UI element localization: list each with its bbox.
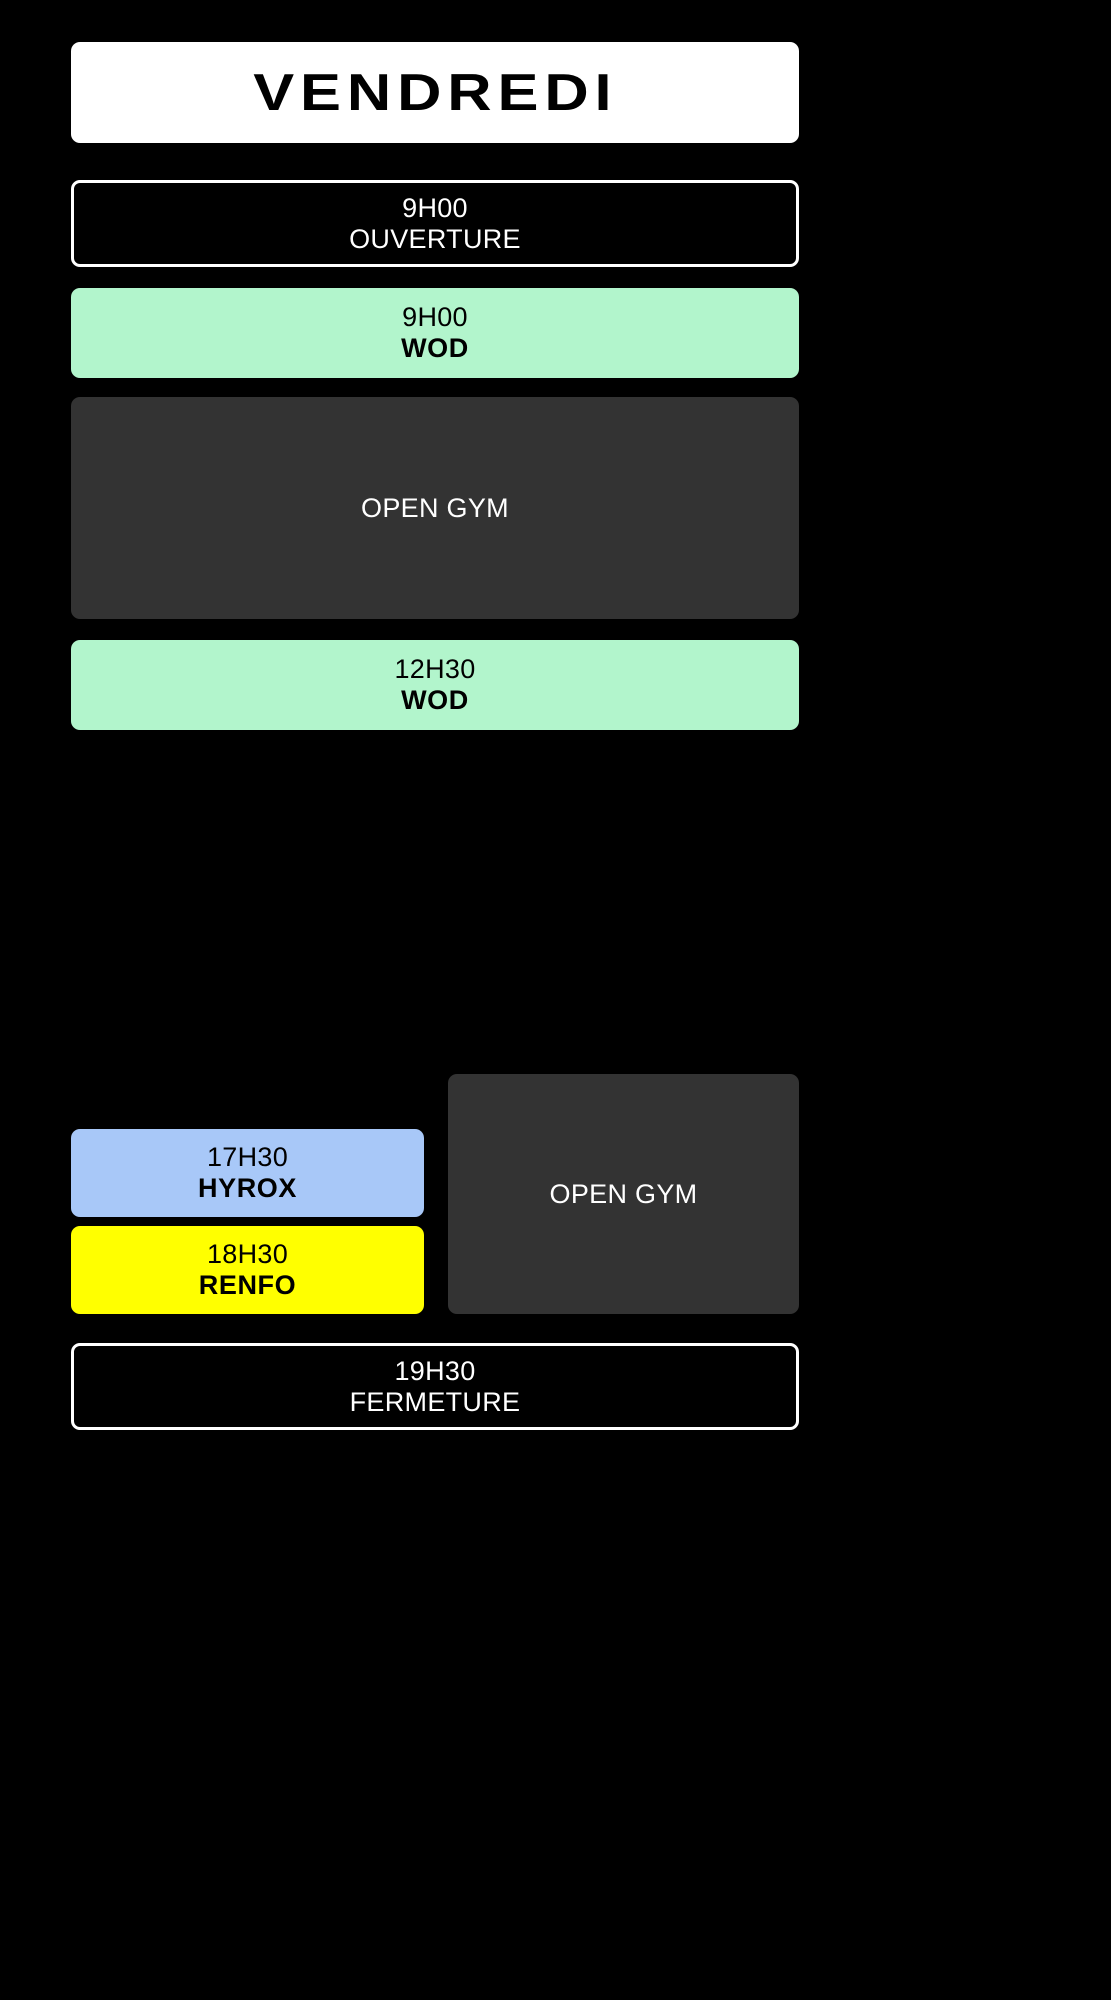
slot-label: OUVERTURE — [349, 223, 521, 254]
slot-time: 9H00 — [402, 192, 468, 223]
slot-midday-wod[interactable]: 12H30 WOD — [71, 640, 799, 730]
slot-label: RENFO — [198, 1270, 297, 1300]
slot-closing[interactable]: 19H30 FERMETURE — [71, 1343, 799, 1430]
day-header: VENDREDI — [71, 42, 799, 143]
slot-hyrox[interactable]: 17H30 HYROX — [71, 1129, 424, 1217]
slot-renfo[interactable]: 18H30 RENFO — [71, 1226, 424, 1314]
slot-label: OPEN GYM — [549, 1178, 698, 1209]
slot-label: HYROX — [197, 1173, 298, 1203]
slot-label: WOD — [401, 685, 469, 715]
slot-time: 17H30 — [206, 1142, 289, 1173]
slot-time: 18H30 — [206, 1239, 289, 1270]
slot-label: OPEN GYM — [361, 492, 509, 523]
slot-evening-open-gym[interactable]: OPEN GYM — [448, 1074, 799, 1314]
slot-label: FERMETURE — [349, 1386, 521, 1417]
slot-label: WOD — [401, 333, 469, 363]
slot-time: 19H30 — [394, 1355, 476, 1386]
slot-morning-open-gym[interactable]: OPEN GYM — [71, 397, 799, 619]
slot-morning-wod[interactable]: 9H00 WOD — [71, 288, 799, 378]
slot-time: 9H00 — [402, 302, 468, 333]
slot-time: 12H30 — [394, 654, 476, 685]
page-title: VENDREDI — [252, 63, 618, 122]
slot-opening[interactable]: 9H00 OUVERTURE — [71, 180, 799, 267]
